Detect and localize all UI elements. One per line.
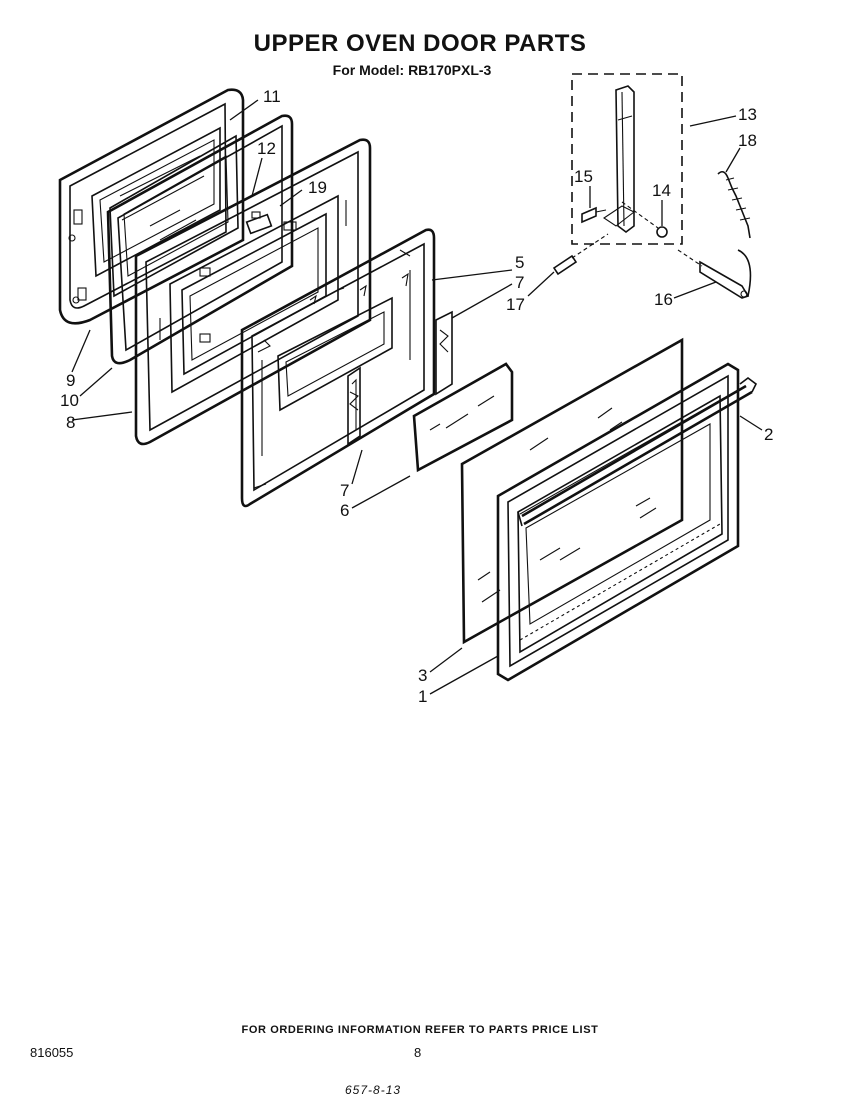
callout-19: 19 [308, 178, 327, 197]
callout-16: 16 [654, 290, 673, 309]
part-3-outer-glass [460, 337, 684, 645]
part-9-door-liner [58, 88, 245, 325]
part-7-bracket-right [435, 310, 453, 396]
callout-6: 6 [340, 501, 349, 520]
part-10-gasket [106, 114, 294, 365]
part-6-small-glass [412, 362, 514, 473]
callout-18: 18 [738, 131, 757, 150]
part-17-pin [552, 233, 609, 276]
callout-17: 17 [506, 295, 525, 314]
ordering-note: FOR ORDERING INFORMATION REFER TO PARTS … [241, 1024, 599, 1036]
callout-10: 10 [60, 391, 79, 410]
callout-14: 14 [652, 181, 671, 200]
callout-12: 12 [257, 139, 276, 158]
callout-8: 8 [66, 413, 75, 432]
handwritten-note: 657-8-13 [345, 1083, 402, 1097]
part-14-nut [621, 201, 668, 238]
part-16-lever [677, 249, 752, 299]
part-19-clip [245, 211, 273, 235]
callout-3: 3 [418, 666, 427, 685]
part-5-door-frame [240, 228, 436, 508]
hinge-assembly-box [571, 73, 683, 245]
callout-11: 11 [263, 87, 281, 106]
document-code: 816055 [30, 1045, 74, 1060]
page-title: UPPER OVEN DOOR PARTS [253, 30, 587, 57]
leader-lines [71, 99, 763, 695]
callout-1: 1 [418, 687, 427, 706]
callout-13: 13 [738, 105, 757, 124]
callout-7-right: 7 [515, 273, 524, 292]
model-subtitle: For Model: RB170PXL-3 [332, 62, 492, 78]
part-11-inner-glass-frame [109, 134, 239, 298]
page-number: 8 [414, 1045, 422, 1060]
callout-5: 5 [515, 253, 524, 272]
callout-7-left: 7 [340, 481, 349, 500]
callout-15: 15 [574, 167, 593, 186]
part-15-screw [581, 206, 607, 224]
part-18-spring [717, 170, 751, 239]
part-1-outer-door-frame [496, 362, 740, 682]
part-2-door-handle [517, 377, 758, 527]
callout-9: 9 [66, 371, 75, 390]
part-7-bracket-left [347, 366, 361, 446]
part-13-hinge [603, 85, 636, 233]
callout-2: 2 [764, 425, 773, 444]
